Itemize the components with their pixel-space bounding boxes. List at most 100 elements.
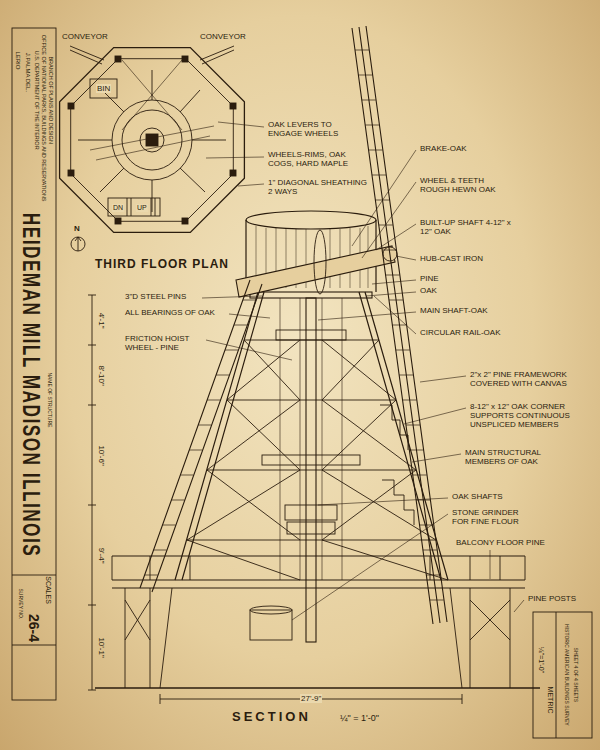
third-floor-plan-part-part	[230, 170, 236, 176]
title-block-text: BRANCH OF PLANS AND DESIGN	[47, 56, 53, 143]
title-block-text: OFFICE OF NATIONAL PARKS, BUILDINGS AND …	[40, 35, 46, 202]
plan-label: N	[74, 224, 80, 233]
third-floor-plan-part-part	[68, 170, 74, 176]
callout-label: OAK SHAFTS	[452, 492, 503, 501]
callout-label: 2"x 2" PINE FRAMEWORK COVERED WITH CANVA…	[470, 370, 582, 388]
sheet-title: HEIDEMAN MILL MADISON ILLINOIS	[19, 213, 43, 557]
dimension-lines-part	[160, 694, 462, 704]
plan-label: CONVEYOR	[200, 32, 246, 41]
sheet-border-part	[12, 28, 56, 700]
title-block-text: ¼"=1'-0"	[537, 647, 545, 673]
tower-section-part	[207, 400, 416, 470]
third-floor-plan-part-part	[115, 56, 121, 62]
dimension-text: 4'-1"	[96, 312, 105, 328]
tower-section-part	[250, 292, 372, 298]
balcony-and-base-part	[250, 610, 292, 640]
balcony-and-base-part	[95, 687, 540, 688]
tower-section-part	[287, 522, 335, 534]
third-floor-plan-part-part	[182, 56, 188, 62]
callout-label: MAIN SHAFT-OAK	[420, 306, 488, 315]
mill-cap-part	[246, 211, 376, 229]
third-floor-plan-part-part	[230, 103, 236, 109]
title-block-text: U.S. DEPARTMENT OF THE INTERIOR	[33, 51, 39, 150]
leader-lines-part	[318, 150, 416, 334]
sails-part	[140, 280, 262, 592]
tower-section-part	[262, 455, 360, 465]
balcony-and-base-part	[112, 556, 525, 580]
tower-section	[175, 292, 448, 642]
plan-label: BIN	[96, 84, 111, 93]
third-floor-plan-part	[60, 48, 245, 233]
third-floor-plan-part	[127, 198, 155, 216]
callout-label: OAK	[420, 286, 437, 295]
callout-label: STONE GRINDER FOR FINE FLOUR	[452, 508, 537, 526]
callout-label: 1" DIAGONAL SHEATHING 2 WAYS	[268, 178, 368, 196]
callout-label: PINE POSTS	[528, 594, 576, 603]
sheet-border-part	[556, 612, 557, 738]
third-floor-plan-part	[122, 110, 182, 170]
third-floor-plan-part-part	[146, 134, 158, 146]
dimension-text: 10'-1"	[97, 637, 106, 657]
balcony-and-base	[95, 556, 540, 688]
tower-section-part	[187, 470, 436, 540]
sheet-border-part	[12, 645, 56, 646]
plan-label: CONVEYOR	[62, 32, 108, 41]
callout-label: ALL BEARINGS OF OAK	[125, 308, 215, 317]
balcony-and-base-part	[125, 600, 510, 640]
third-floor-plan-part	[75, 237, 81, 251]
third-floor-plan-part	[90, 79, 117, 98]
third-floor-plan-part	[71, 59, 234, 222]
title-block-text: SHEET 4 OF 4 SHEETS	[572, 648, 578, 703]
balcony-and-base-part	[112, 556, 525, 588]
title-block-text: LERIO	[15, 51, 22, 69]
callout-label: WHEEL & TEETH ROUGH HEWN OAK	[420, 176, 500, 194]
title-block-text: J.PALMA DEL.	[24, 52, 31, 91]
title-block-text: SURVEY NO.	[17, 589, 23, 620]
callout-label: 8-12" x 12" OAK CORNER SUPPORTS CONTINUO…	[470, 402, 582, 430]
tower-section-part	[227, 340, 396, 400]
callout-label: 3"D STEEL PINS	[125, 292, 186, 301]
section-title: ¼" = 1'-0"	[340, 713, 379, 723]
third-floor-plan-part	[90, 60, 214, 160]
sails-part	[355, 50, 444, 600]
third-floor-plan-part-part	[182, 218, 188, 224]
leader-lines-part	[202, 296, 292, 360]
third-floor-plan-part	[108, 198, 160, 216]
plan-title: THIRD FLOOR PLAN	[95, 258, 229, 272]
third-floor-plan-part	[71, 237, 85, 251]
dimension-lines	[88, 295, 462, 704]
tower-section-part	[306, 298, 316, 642]
callout-label: PINE	[420, 274, 439, 283]
callout-label: BUILT-UP SHAFT 4-12" x 12" OAK	[420, 218, 515, 236]
third-floor-plan	[60, 46, 245, 251]
callout-label: CIRCULAR RAIL-OAK	[420, 328, 500, 337]
plan-label: UP	[136, 204, 148, 212]
dimension-lines-part	[88, 295, 96, 690]
sheet-border-part	[12, 575, 56, 576]
third-floor-plan-part-part	[115, 218, 121, 224]
dimension-text: 9'-4"	[96, 547, 105, 563]
sails-part	[352, 26, 447, 624]
dimension-text: 10'-6"	[97, 445, 106, 465]
tower-section-part	[187, 540, 448, 580]
dimension-text: 27'-9"	[300, 694, 322, 703]
tower-section-part	[285, 505, 337, 520]
title-block-text: NAME OF STRUCTURE	[46, 372, 52, 427]
callout-label: BRAKE-OAK	[420, 144, 467, 153]
third-floor-plan-part	[68, 56, 236, 224]
callout-label: WHEELS-RIMS, OAK COGS, HARD MAPLE	[268, 150, 368, 168]
leader-lines-part	[206, 122, 264, 186]
mill-cap-part	[314, 230, 326, 294]
balcony-and-base-part	[250, 606, 292, 614]
tower-section-part	[276, 330, 346, 340]
section-title: SECTION	[232, 710, 311, 725]
third-floor-plan-part	[70, 46, 234, 64]
title-block-text: 26-4	[26, 614, 42, 642]
sheet-border-part	[533, 612, 592, 738]
sheet-border	[12, 28, 592, 738]
callout-label: OAK LEVERS TO ENGAGE WHEELS	[268, 120, 353, 138]
callout-label: MAIN STRUCTURAL MEMBERS OF OAK	[465, 448, 565, 466]
title-block-text: SCALES	[44, 576, 52, 604]
callout-label: BALCONY FLOOR PINE	[456, 538, 545, 547]
title-block-text: HISTORIC AMERICAN BUILDINGS SURVEY	[563, 624, 569, 726]
